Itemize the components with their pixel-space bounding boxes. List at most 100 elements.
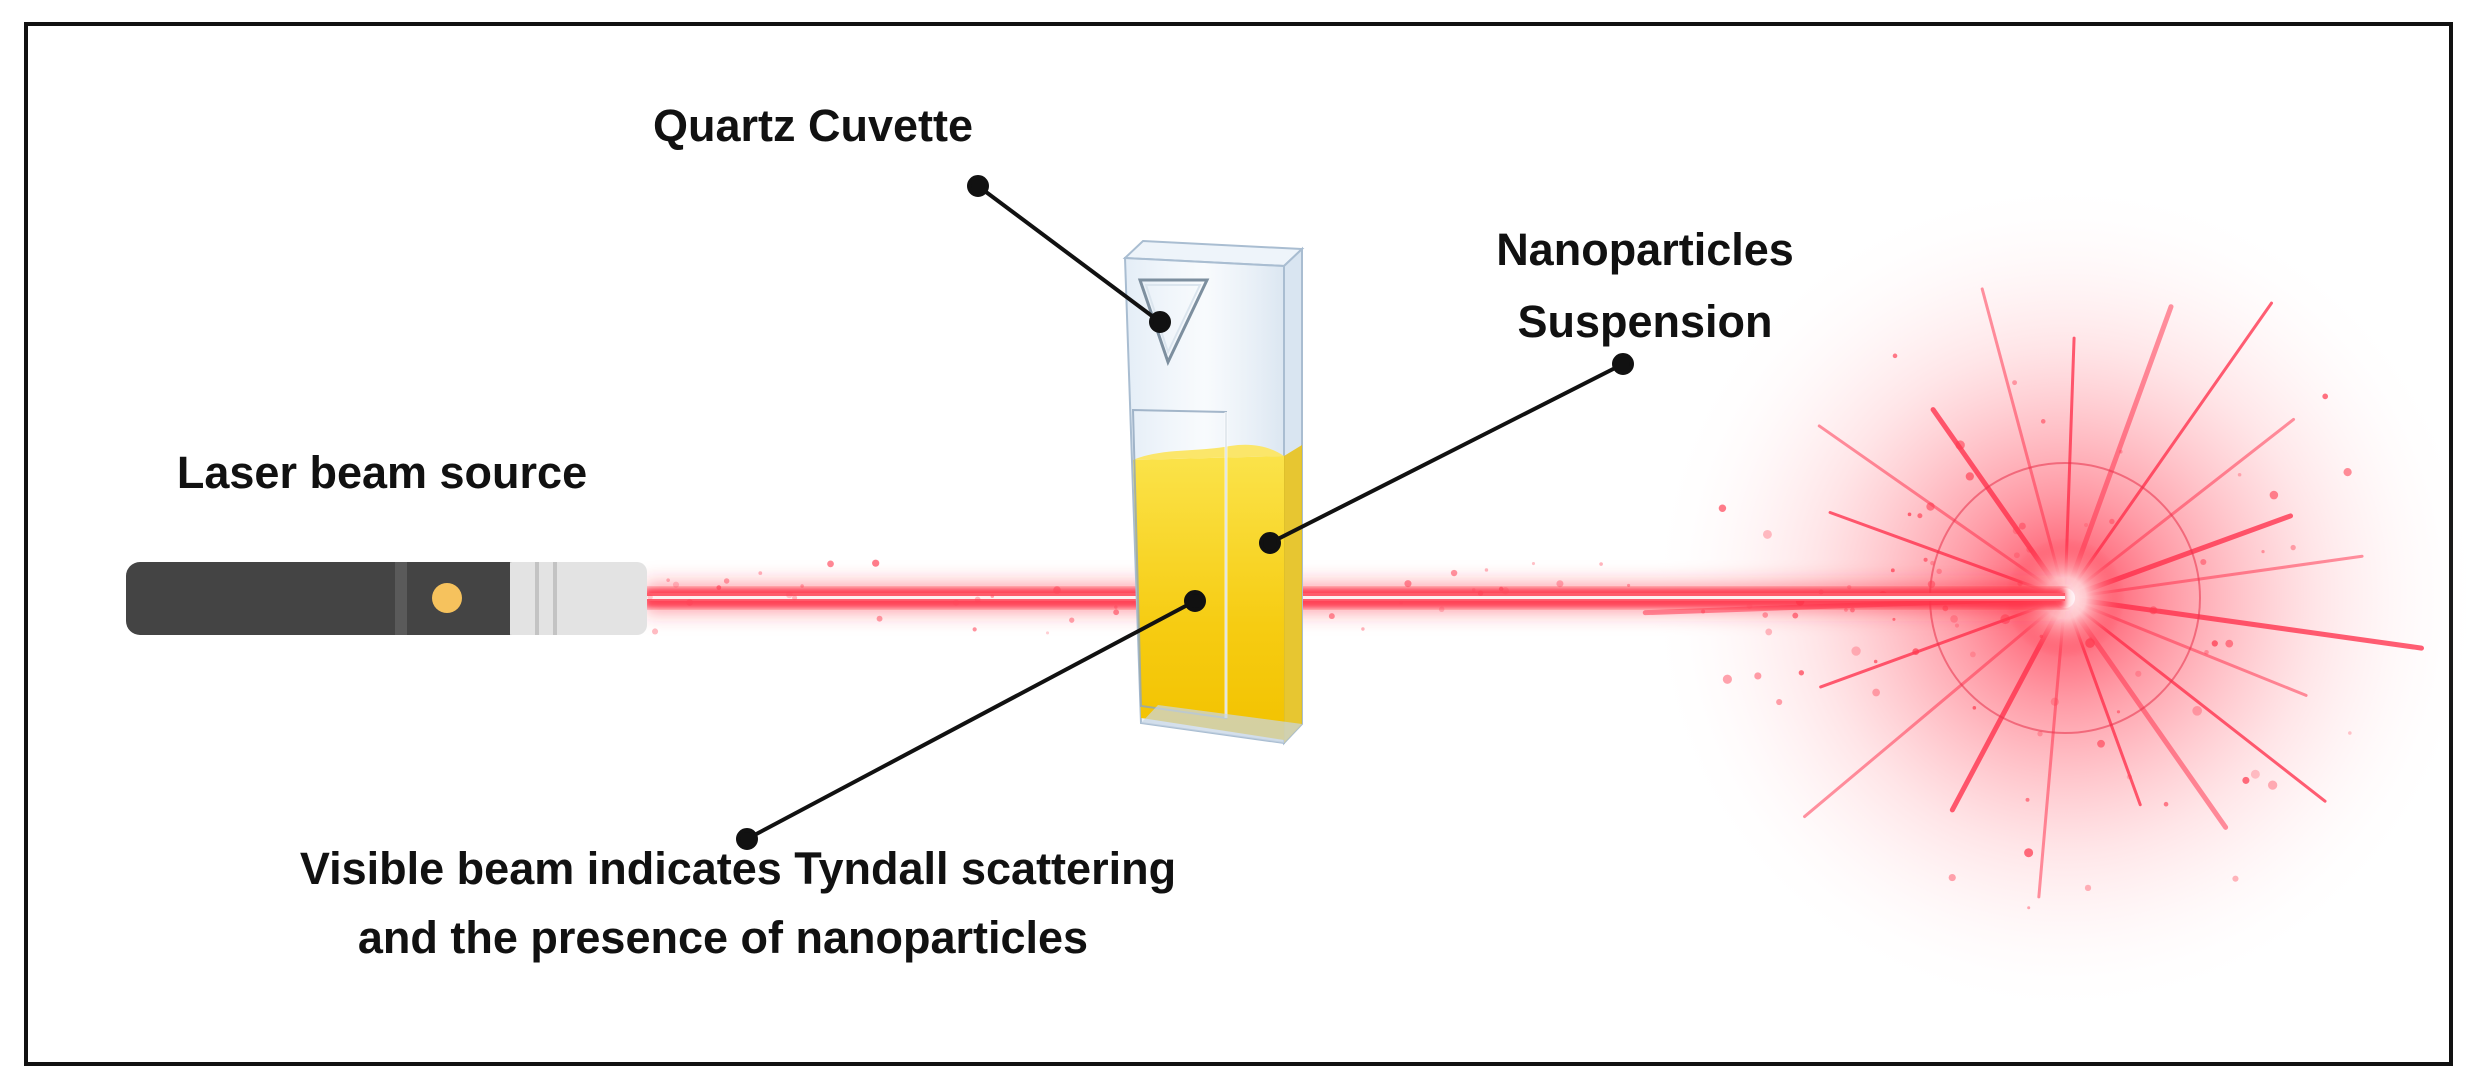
burst-sparkle	[2012, 526, 2021, 535]
scatter-particle	[758, 571, 763, 575]
burst-sparkle	[2200, 558, 2207, 566]
burst-sparkle	[2250, 769, 2260, 779]
scatter-particle	[1950, 615, 1958, 623]
burst-sparkle	[2039, 634, 2044, 639]
scatter-particle	[1818, 589, 1824, 595]
scatter-particle	[792, 595, 798, 601]
scatter-particle	[1404, 580, 1412, 588]
burst-sparkle	[2012, 380, 2018, 386]
burst-sparkle	[2018, 522, 2026, 530]
burst-sparkle	[1798, 670, 1805, 676]
scatter-particle	[1930, 560, 1935, 566]
scatter-particle	[1746, 603, 1753, 609]
scatter-particle	[1450, 569, 1458, 577]
scatter-particle	[686, 599, 693, 606]
burst-sparkle	[2348, 731, 2352, 735]
burst-sparkle	[1907, 512, 1912, 517]
burst-sparkle	[2163, 801, 2169, 807]
scatter-particle	[716, 585, 722, 590]
burst-sparkle	[2097, 739, 2105, 748]
burst-sparkle	[2149, 606, 2158, 615]
tyndall-leader-line	[746, 599, 1196, 841]
burst-sparkle	[2269, 490, 2279, 500]
burst-sparkle	[2261, 550, 2265, 554]
leader-lines	[736, 175, 1634, 850]
scatter-particle	[1847, 584, 1852, 590]
burst-sparkle	[1892, 353, 1898, 359]
burst-sparkle	[2027, 906, 2031, 910]
burst-sparkle	[1955, 440, 1965, 450]
burst-sparkle	[1873, 659, 1878, 664]
scatter-particle	[800, 584, 804, 588]
burst-sparkle	[2024, 848, 2034, 858]
scatter-particle	[1927, 580, 1936, 588]
scatter-particle	[990, 594, 995, 598]
pointer-button	[432, 583, 462, 613]
scatter-particle	[974, 596, 981, 603]
burst-sparkle	[1776, 698, 1783, 706]
burst-sparkle	[1965, 472, 1974, 481]
burst-sparkle	[2290, 544, 2296, 551]
scatter-particle	[1477, 590, 1484, 596]
laser-source-label: Laser beam source	[177, 447, 587, 498]
burst-sparkle	[2225, 639, 2234, 648]
burst-sparkle	[1718, 504, 1727, 512]
scatter-particle	[1762, 612, 1769, 618]
caption-line2: and the presence of nanoparticles	[358, 912, 1088, 963]
burst-sparkle	[2343, 467, 2352, 477]
burst-sparkle	[2211, 640, 2218, 647]
cuvette-leader-line	[976, 184, 1162, 324]
burst-sparkle	[1936, 568, 1942, 575]
burst-sparkle	[2126, 774, 2132, 780]
pointer-cap	[502, 562, 647, 635]
burst-sparkle	[1890, 568, 1895, 573]
burst-sparkle	[2013, 552, 2020, 559]
scatter-particle	[1328, 613, 1335, 620]
scatter-particle	[1113, 609, 1120, 616]
burst-sparkle	[1722, 674, 1732, 684]
burst-sparkle	[1923, 557, 1928, 562]
scatter-particle	[972, 627, 977, 632]
burst-sparkle	[1912, 648, 1920, 656]
burst-sparkle	[2109, 518, 2115, 525]
burst-sparkle	[2322, 393, 2329, 400]
burst-sparkle	[1926, 502, 1935, 511]
scatter-particle	[723, 578, 730, 584]
scatter-particle	[1472, 588, 1476, 592]
burst-sparkle	[2088, 637, 2093, 641]
scatter-particle	[1045, 631, 1050, 635]
scatter-particle	[1114, 605, 1118, 609]
burst-sparkle	[2085, 638, 2095, 648]
scatter-particle	[1954, 623, 1960, 628]
scatter-particle	[1069, 617, 1075, 623]
cuvette-icon	[1122, 239, 1305, 746]
burst-sparkle	[2084, 523, 2089, 528]
burst-sparkle	[2026, 546, 2033, 553]
laser-beam	[645, 559, 2065, 636]
burst-sparkle	[1972, 706, 1977, 710]
burst-sparkle	[1917, 513, 1923, 519]
suspension-label-line2: Suspension	[1517, 296, 1772, 347]
burst-sparkle	[2237, 472, 2242, 477]
pointer-body	[126, 562, 526, 635]
scatter-particle	[1765, 628, 1773, 636]
burst-sparkle	[2084, 884, 2092, 892]
scatter-particle	[666, 578, 670, 582]
scatter-particle	[1498, 586, 1504, 592]
scatter-particle	[1627, 583, 1631, 587]
burst-sparkle	[2025, 797, 2030, 802]
scatter-particle	[872, 559, 880, 567]
burst-sparkle	[2242, 776, 2250, 784]
scatter-particle	[651, 628, 659, 635]
burst-sparkle	[2232, 875, 2239, 882]
scatter-particle	[876, 615, 883, 622]
cuvette-label: Quartz Cuvette	[653, 100, 973, 151]
scatter-particle	[1850, 607, 1855, 613]
scatter-particle	[952, 599, 960, 606]
scatter-particle	[1531, 561, 1536, 566]
burst-sparkle	[2118, 449, 2123, 454]
scatter-particle	[1701, 609, 1706, 614]
burst-sparkle	[1948, 873, 1956, 882]
scatter-particle	[827, 560, 834, 568]
burst-sparkle	[2204, 649, 2209, 655]
